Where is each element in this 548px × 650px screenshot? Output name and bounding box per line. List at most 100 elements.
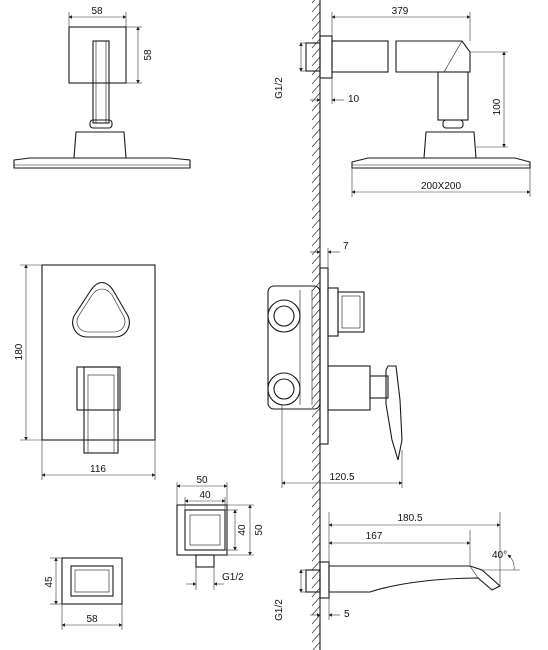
wall-hatch-line — [311, 380, 321, 391]
dim-head-front-height: 58 — [143, 49, 154, 61]
wall-hatch-line — [311, 407, 321, 418]
wall-hatch-line — [311, 344, 321, 355]
wall-hatch-line — [311, 578, 321, 589]
wall-hatch-line — [311, 434, 321, 445]
wall-hatch-line — [311, 488, 321, 499]
wall-hatch-line — [311, 191, 321, 202]
dim-outlet-thread: G1/2 — [222, 572, 244, 583]
wall-hatch-line — [311, 200, 321, 211]
wall-hatch-line — [311, 11, 321, 22]
dim-drop-height: 100 — [492, 98, 503, 115]
wall-hatch-line — [311, 569, 321, 580]
wall-hatch-line — [311, 326, 321, 337]
wall-hatch-line — [311, 263, 321, 274]
wall-hatch-line — [311, 479, 321, 490]
wall-hatch-line — [311, 245, 321, 256]
wall-hatch-line — [311, 173, 321, 184]
wall-hatch-line — [311, 425, 321, 436]
dim-spout-reach: 167 — [366, 531, 383, 542]
wall-hatch-line — [311, 506, 321, 517]
dim-spout-plate-width: 58 — [86, 614, 98, 625]
wall-hatch-line — [311, 551, 321, 562]
outlet-box: 50 40 40 50 G1/2 — [176, 475, 265, 590]
wall-hatch-line — [311, 182, 321, 193]
dim-outlet-inner: 40 — [199, 490, 211, 501]
wall-hatch-line — [311, 497, 321, 508]
wall-hatch-line — [312, 641, 321, 650]
wall-hatch-line — [311, 416, 321, 427]
spout-front-view: 45 58 — [44, 557, 123, 630]
wall-hatch-line — [311, 74, 321, 85]
wall-hatch-line — [311, 335, 321, 346]
dim-spout-total: 180.5 — [397, 513, 422, 524]
wall-hatch-line — [311, 461, 321, 472]
wall-hatch-line — [311, 605, 321, 616]
wall-hatch-line — [311, 542, 321, 553]
wall-hatch-line — [311, 533, 321, 544]
wall-hatch-line — [311, 353, 321, 364]
dim-spout-plate-height: 45 — [44, 576, 55, 588]
wall-hatch-line — [311, 227, 321, 238]
dim-outlet-outer: 50 — [196, 475, 208, 486]
mixer-side-view: 7 120.5 — [267, 241, 403, 488]
wall-hatch-line — [311, 290, 321, 301]
dim-mixer-plate-width: 116 — [90, 464, 106, 475]
dim-arm-length: 379 — [392, 6, 409, 17]
dim-spout-angle: 40° — [492, 550, 507, 561]
mixer-front-view: 180 116 — [14, 264, 156, 480]
wall-hatch-line — [311, 218, 321, 229]
shower-head-front-view: 58 58 — [13, 6, 191, 169]
wall-hatch-line — [311, 29, 321, 40]
wall-hatch-line — [311, 101, 321, 112]
dim-flange-depth: 10 — [348, 94, 360, 105]
wall-hatch-line — [311, 515, 321, 526]
wall-hatch-line — [311, 389, 321, 400]
wall-hatch-line — [311, 155, 321, 166]
wall-hatch-line — [311, 596, 321, 607]
wall-hatch-line — [311, 236, 321, 247]
wall-hatch-line — [311, 308, 321, 319]
wall-hatch-line — [311, 92, 321, 103]
wall-hatch-line — [311, 560, 321, 571]
spout-side-view: 180.5 167 40° G1/2 5 — [274, 512, 520, 621]
wall-hatch-line — [311, 110, 321, 121]
wall-hatch-line — [311, 398, 321, 409]
wall-hatch-line — [311, 299, 321, 310]
wall-hatch-line — [311, 20, 321, 31]
wall-hatch-line — [311, 164, 321, 175]
wall-hatch-line — [311, 317, 321, 328]
wall-hatch-line — [311, 83, 321, 94]
wall-hatch-line — [311, 470, 321, 481]
wall-hatch-line — [311, 443, 321, 454]
wall-hatch-line — [311, 632, 321, 643]
dim-mixer-depth: 120.5 — [329, 472, 354, 483]
dim-spout-flange: 5 — [344, 609, 350, 620]
wall — [311, 0, 321, 650]
dim-outlet-inner-v: 40 — [237, 524, 248, 536]
wall-hatch-line — [311, 56, 321, 67]
dim-mixer-plate-height: 180 — [14, 343, 25, 360]
wall-hatch-line — [311, 2, 321, 13]
dim-outlet-outer-v: 50 — [254, 524, 265, 536]
wall-hatch-line — [311, 371, 321, 382]
wall-hatch-line — [311, 137, 321, 148]
wall-hatch-line — [311, 119, 321, 130]
wall-hatch-line — [311, 614, 321, 625]
wall-hatch-line — [311, 146, 321, 157]
wall-hatch-line — [311, 452, 321, 463]
wall-hatch-line — [311, 623, 321, 634]
dim-head-front-width: 58 — [91, 6, 103, 17]
wall-hatch-line — [311, 47, 321, 58]
wall-hatch-line — [311, 272, 321, 283]
wall-hatch-line — [311, 0, 316, 4]
dim-inlet-thread-top: G1/2 — [274, 77, 285, 99]
wall-hatch-line — [311, 128, 321, 139]
wall-hatch-line — [311, 209, 321, 220]
dim-plate-offset: 7 — [343, 241, 349, 252]
dim-head-size: 200X200 — [421, 181, 461, 192]
wall-hatch-line — [311, 524, 321, 535]
dim-spout-thread: G1/2 — [274, 599, 285, 621]
wall-hatch-line — [311, 254, 321, 265]
shower-head-side-view: 379 G1/2 10 100 200X200 — [274, 6, 531, 197]
